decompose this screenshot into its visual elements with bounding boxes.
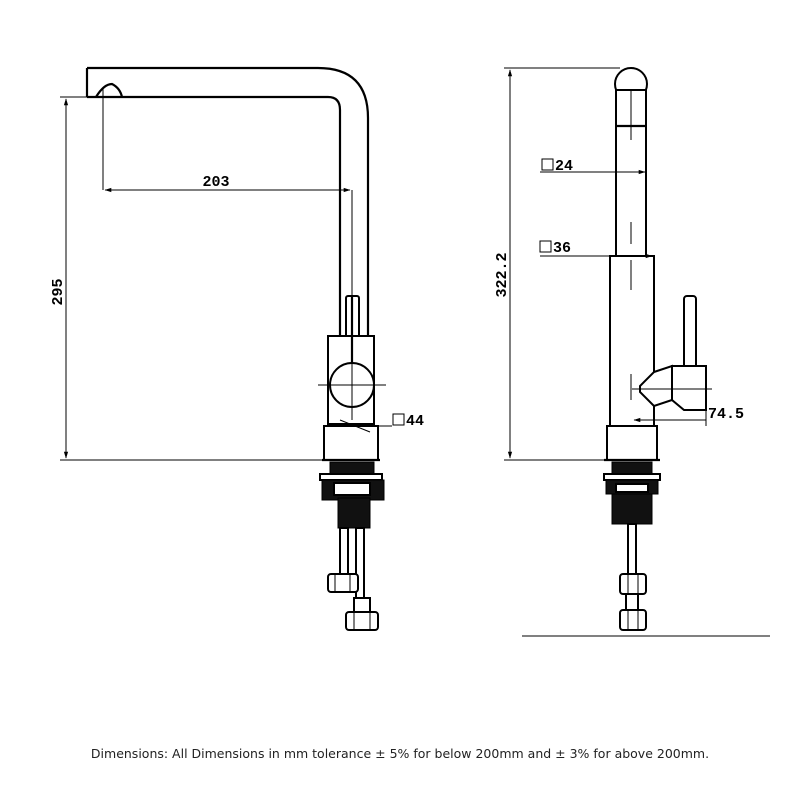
square-symbol-icon	[539, 240, 552, 253]
side-lever-handle	[683, 295, 697, 369]
dim-label-lever-offset: 74.5	[708, 406, 744, 423]
dim-label-reach: 203	[202, 174, 229, 191]
dim-label-height-side: 322.2	[494, 252, 511, 297]
dim-label-spout-square: 24	[555, 158, 573, 175]
front-mount-plate	[329, 461, 375, 475]
dim-label-column-square: 36	[553, 240, 571, 257]
front-spout-outline	[87, 66, 370, 338]
front-base-collar	[323, 425, 379, 461]
dimensions-note: Dimensions: All Dimensions in mm toleran…	[90, 746, 710, 761]
front-view: 203 295 44	[50, 66, 424, 631]
square-symbol-icon	[541, 158, 554, 171]
side-hose-connector	[619, 573, 647, 595]
front-spout-inner	[87, 95, 342, 338]
front-aerator	[95, 82, 124, 98]
side-base-collar	[606, 425, 658, 461]
dim-label-body-square: 44	[406, 413, 424, 430]
side-view: 322.2 24 36 74.5	[494, 67, 770, 637]
square-symbol-icon	[392, 413, 405, 426]
front-hose-connector	[327, 573, 359, 593]
dim-label-height-front: 295	[50, 278, 67, 305]
side-lever-body	[671, 365, 707, 411]
